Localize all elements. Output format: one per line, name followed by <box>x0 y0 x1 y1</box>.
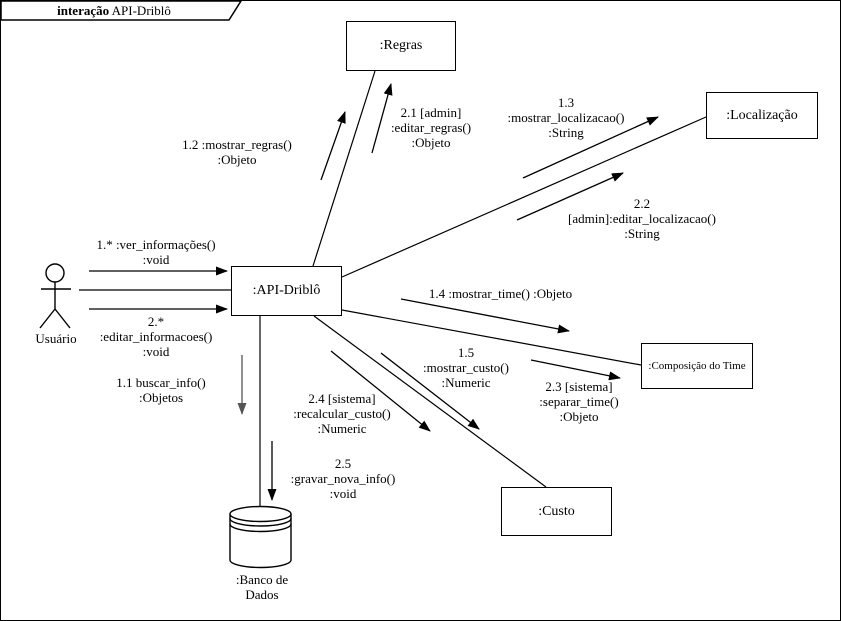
arrow-1.2-mostrar-regras <box>320 111 346 181</box>
message-1.4-line1: 1.4 :mostrar_time() :Objeto <box>428 286 573 301</box>
message-label-2.3: 2.3 [sistema] :separar_time() :Objeto <box>523 379 635 424</box>
message-label-2.4: 2.4 [sistema] :recalcular_custo() :Numer… <box>277 391 407 436</box>
arrow-2.1-editar-regras <box>371 83 393 154</box>
object-localizacao: :Localização <box>706 92 818 139</box>
object-api-driblo: :API-Driblô <box>231 266 342 316</box>
message-label-1.2: 1.2 :mostrar_regras() :Objeto <box>166 137 308 167</box>
message-1star-line2: :void <box>142 252 170 267</box>
message-2.2-line1: 2.2 <box>633 196 651 211</box>
message-2.2-line3: :String <box>624 226 660 241</box>
database-label: :Banco de Dados <box>212 572 312 602</box>
message-label-1.5: 1.5 :mostrar_custo() :Numeric <box>406 345 526 390</box>
message-2.4-line1: 2.4 [sistema] <box>308 391 376 406</box>
object-custo-label: :Custo <box>538 503 575 519</box>
object-regras: :Regras <box>346 21 456 71</box>
actor-leg-left <box>39 308 56 329</box>
message-label-1star: 1.* :ver_informações() :void <box>76 237 236 267</box>
message-label-1.4: 1.4 :mostrar_time() :Objeto <box>413 286 588 301</box>
message-2.1-line3: :Objeto <box>411 135 451 150</box>
frame-title-tab <box>1 1 242 21</box>
arrow-1.3-mostrar-localizacao <box>522 116 659 179</box>
message-2star-line3: :void <box>142 344 170 359</box>
message-2.4-line2: :recalcular_custo() <box>293 406 391 421</box>
actor-head <box>45 263 65 283</box>
link-api-custo <box>313 315 547 488</box>
actor-usuario-label: Usuário <box>35 331 77 346</box>
message-label-2.5: 2.5 :gravar_nova_info() :void <box>277 456 409 501</box>
object-composicao-do-time: :Composição do Time <box>641 343 753 389</box>
object-api-driblo-label: :API-Driblô <box>252 283 321 298</box>
arrow-1.5-mostrar-custo <box>380 352 480 430</box>
message-label-1.1: 1.1 buscar_info() :Objetos <box>101 375 221 405</box>
arrow-1.4-mostrar-time <box>400 298 570 334</box>
message-2.2-line2: [admin]:editar_localizacao() <box>568 211 716 226</box>
message-label-1.3: 1.3 :mostrar_localizacao() :String <box>491 95 641 140</box>
database-cylinder-icon <box>229 505 292 569</box>
object-custo: :Custo <box>501 487 612 536</box>
database-label-line1: :Banco de <box>235 572 289 587</box>
message-2.5-line1: 2.5 <box>334 456 352 471</box>
message-2.3-line2: :separar_time() <box>539 394 619 409</box>
object-regras-label: :Regras <box>379 38 423 53</box>
message-1star-line1: 1.* :ver_informações() <box>96 237 216 252</box>
database-label-line2: Dados <box>245 587 279 602</box>
message-1.3-line1: 1.3 <box>557 95 575 110</box>
message-1.1-line1: 1.1 buscar_info() <box>116 375 206 390</box>
message-1.3-line3: :String <box>548 125 584 140</box>
message-2star-line2: :editar_informacoes() <box>99 329 213 344</box>
message-label-2star: 2.* :editar_informacoes() :void <box>76 314 236 359</box>
message-1.2-line1: 1.2 :mostrar_regras() <box>182 137 292 152</box>
message-1.5-line3: :Numeric <box>441 375 491 390</box>
message-2star-line1: 2.* <box>147 314 165 329</box>
message-label-2.2: 2.2 [admin]:editar_localizacao() :String <box>551 196 733 241</box>
message-2.3-line1: 2.3 [sistema] <box>545 379 613 394</box>
message-2.3-line3: :Objeto <box>559 409 599 424</box>
arrow-2.3-separar-time <box>530 359 621 381</box>
message-label-2.1: 2.1 [admin] :editar_regras() :Objeto <box>371 105 491 150</box>
message-2.5-line3: :void <box>329 486 357 501</box>
link-api-localizacao <box>341 116 707 278</box>
message-2.1-line1: 2.1 [admin] <box>400 105 462 120</box>
arrow-2.2-editar-localizacao <box>516 172 624 221</box>
message-2.4-line3: :Numeric <box>317 421 367 436</box>
message-1.1-line2: :Objetos <box>138 390 184 405</box>
link-api-regras <box>312 70 376 267</box>
message-1.5-line2: :mostrar_custo() <box>423 360 509 375</box>
actor-usuario-figure <box>39 263 71 329</box>
message-1.2-line2: :Objeto <box>217 152 257 167</box>
frame-title: interação API-Driblô <box>1 2 227 19</box>
message-1.3-line2: :mostrar_localizacao() <box>507 110 625 125</box>
message-2.1-line2: :editar_regras() <box>390 120 472 135</box>
frame-title-name: API-Driblô <box>111 3 171 18</box>
frame-title-keyword: interação <box>57 3 110 18</box>
object-composicao-do-time-label: :Composição do Time <box>648 360 746 372</box>
link-api-composicao <box>341 309 642 366</box>
actor-leg-right <box>54 308 71 329</box>
message-2.5-line2: :gravar_nova_info() <box>290 471 396 486</box>
arrow-2.4-recalcular-custo <box>330 350 431 432</box>
object-localizacao-label: :Localização <box>726 107 798 123</box>
message-1.5-line1: 1.5 <box>457 345 475 360</box>
